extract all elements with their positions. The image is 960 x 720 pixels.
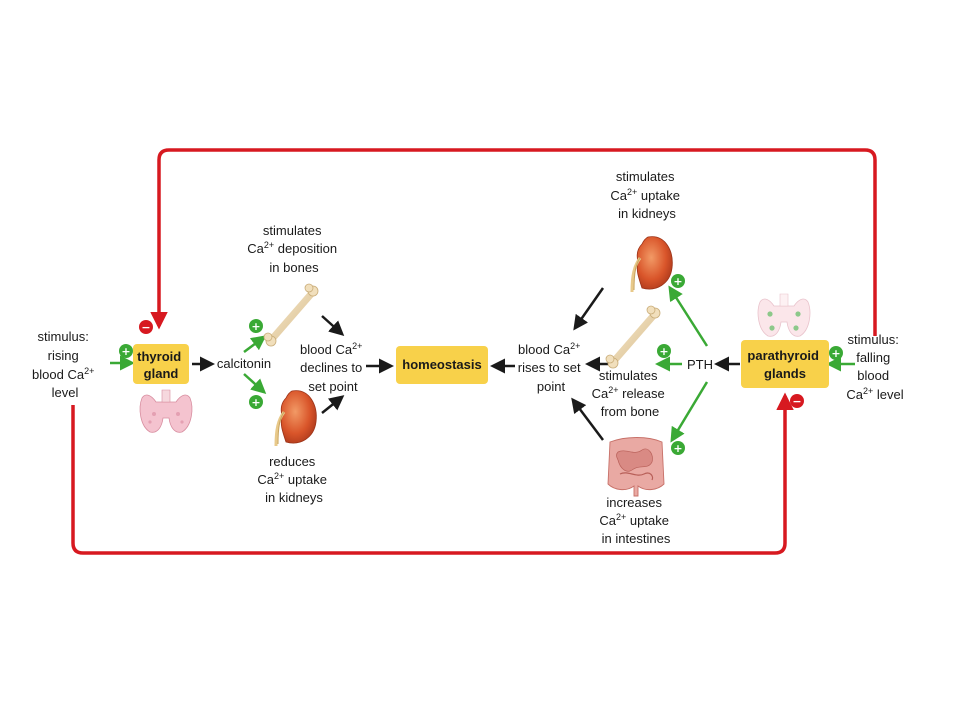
kidney-reduce-plus-sign: + [249, 395, 263, 409]
intestine-uptake-label: increases Ca2+ uptake in intestines [599, 495, 672, 546]
bone-deposit-plus-sign: + [249, 319, 263, 333]
kidney-to-rises-arrow [573, 287, 605, 331]
parathyroid-stimulus-plus-sign: + [829, 346, 843, 360]
thyroid-gland-box: thyroid gland [133, 344, 189, 384]
bone-icon [264, 284, 318, 346]
intestine-icon [607, 437, 665, 497]
kidney-stim-plus-sign: + [671, 274, 685, 288]
svg-text:+: + [251, 396, 260, 409]
svg-text:parathyroid glands: parathyroid glands [747, 348, 822, 381]
intestine-to-rises-arrow [571, 397, 604, 441]
intestine-plus-sign: + [671, 441, 685, 455]
pth-to-intestine-arrow [670, 381, 709, 443]
svg-text:+: + [659, 345, 668, 358]
stimulus-falling-label: stimulus: falling blood Ca2+ level [846, 332, 903, 402]
thyroid-icon [139, 389, 193, 433]
svg-text:+: + [831, 347, 840, 360]
kidney-to-declines-arrow [321, 395, 345, 414]
svg-text:+: + [251, 320, 260, 333]
calcitonin-label: calcitonin [217, 356, 271, 371]
kidney-icon [274, 389, 318, 448]
kidney-icon [630, 235, 674, 294]
top-feedback-loop [150, 148, 877, 336]
stimulus-rising-label: stimulus: rising blood Ca2+ level [32, 329, 98, 400]
pth-label: PTH [687, 357, 713, 372]
kidney-reduce-label: reduces Ca2+ uptake in kidneys [257, 454, 330, 505]
svg-text:thyroid gland: thyroid gland [137, 349, 185, 381]
calcitonin-to-bone-arrow [243, 335, 267, 353]
svg-text:+: + [673, 275, 682, 288]
svg-text:+: + [673, 442, 682, 455]
parathyroid-icon [757, 293, 811, 337]
parathyroid-glands-box: parathyroid glands [741, 340, 829, 388]
blood-ca-declines-label: blood Ca2+ declines to set point [300, 341, 366, 394]
svg-text:−: − [792, 395, 801, 408]
pth-to-kidney-arrow [668, 285, 709, 347]
svg-text:+: + [121, 345, 130, 358]
bone-icon [606, 306, 660, 368]
blood-ca-rises-label: blood Ca2+ rises to set point [518, 341, 584, 394]
bone-deposition-label: stimulates Ca2+ deposition in bones [247, 223, 340, 275]
parathyroid-inhibit-sign: − [790, 394, 804, 408]
thyroid-stimulus-plus-sign: + [119, 344, 133, 358]
bone-release-plus-sign: + [657, 344, 671, 358]
calcitonin-to-kidney-arrow [243, 373, 267, 395]
homeostasis-box: homeostasis [396, 346, 488, 384]
svg-text:−: − [141, 321, 150, 334]
bone-release-label: stimulates Ca2+ release from bone [592, 368, 669, 419]
kidney-uptake-label: stimulates Ca2+ uptake in kidneys [610, 169, 683, 221]
bone-to-declines-arrow [321, 315, 345, 337]
thyroid-inhibit-sign: − [139, 320, 153, 334]
svg-text:homeostasis: homeostasis [402, 357, 481, 372]
bottom-feedback-loop [71, 392, 794, 555]
